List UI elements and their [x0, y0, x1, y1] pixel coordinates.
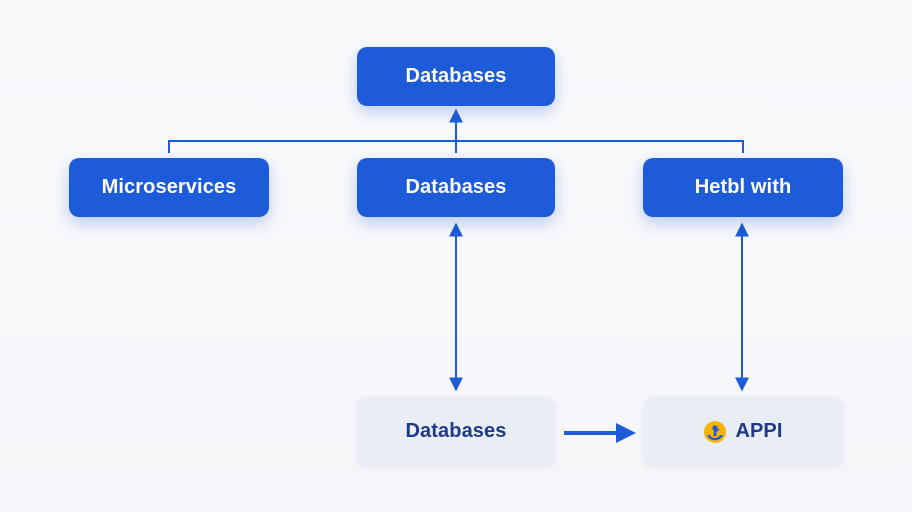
node-appi[interactable]: APPI: [643, 397, 843, 466]
node-microservices[interactable]: Microservices: [69, 158, 269, 217]
node-hetbl-with[interactable]: Hetbl with: [643, 158, 843, 217]
node-label: Databases: [405, 420, 507, 442]
node-label: Databases: [405, 65, 507, 87]
node-label: Hetbl with: [694, 176, 792, 198]
node-label: Databases: [405, 176, 507, 198]
node-label: APPI: [735, 420, 783, 442]
app-logo-icon: [704, 420, 727, 443]
arrowhead-bottom: [616, 423, 636, 443]
node-databases-top[interactable]: Databases: [357, 47, 555, 106]
bus-connector: [168, 140, 744, 153]
node-label: Microservices: [101, 176, 237, 198]
node-databases-middle[interactable]: Databases: [357, 158, 555, 217]
node-databases-bottom[interactable]: Databases: [357, 397, 555, 466]
